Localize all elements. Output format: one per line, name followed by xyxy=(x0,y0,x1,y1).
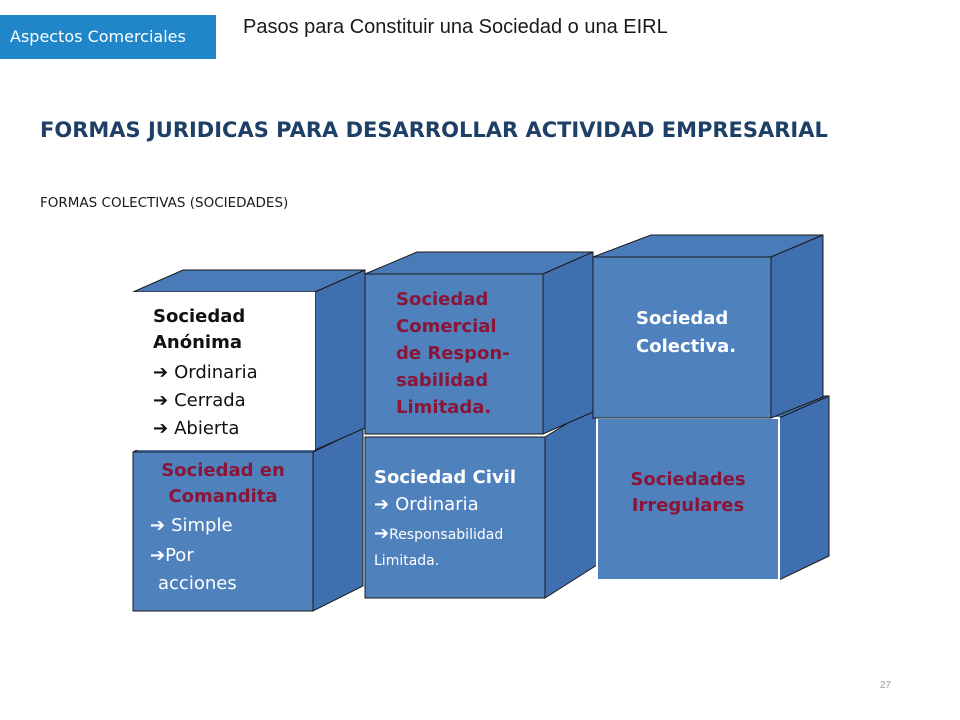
comandita-item-simple: ➔Simple xyxy=(150,515,233,536)
arrow-right-icon: ➔ xyxy=(153,362,169,383)
block-colectiva xyxy=(592,234,824,419)
anonima-item-ordinaria: ➔Ordinaria xyxy=(153,362,258,383)
anonima-item-abierta: ➔Abierta xyxy=(153,418,240,439)
civil-item-responsabilidad: ➔Responsabilidad Limitada. xyxy=(374,523,504,569)
colectiva-title: Sociedad Colectiva. xyxy=(636,308,737,357)
arrow-right-icon: ➔ xyxy=(150,545,166,566)
anonima-title: Sociedad Anónima xyxy=(153,306,246,353)
arrow-right-icon: ➔ xyxy=(153,390,169,411)
section-label: FORMAS COLECTIVAS (SOCIEDADES) xyxy=(40,195,289,211)
srl-title: Sociedad Comercial de Respon- sabilidad … xyxy=(396,289,510,418)
comandita-title: Sociedad en Comandita xyxy=(161,460,285,507)
civil-item-ordinaria: ➔Ordinaria xyxy=(374,494,479,515)
arrow-right-icon: ➔ xyxy=(374,523,390,544)
comandita-item-por-acciones: ➔Por acciones xyxy=(150,545,237,594)
arrow-right-icon: ➔ xyxy=(153,418,169,439)
arrow-right-icon: ➔ xyxy=(374,494,390,515)
page-title: FORMAS JURIDICAS PARA DESARROLLAR ACTIVI… xyxy=(40,118,828,142)
page-number: 27 xyxy=(880,680,892,691)
block-anonima xyxy=(132,269,366,451)
section-tag: Aspectos Comerciales xyxy=(0,15,216,59)
civil-title: Sociedad Civil xyxy=(374,467,517,488)
anonima-item-cerrada: ➔Cerrada xyxy=(153,390,246,411)
slide-subtitle: Pasos para Constituir una Sociedad o una… xyxy=(243,16,668,38)
irregulares-title: Sociedades Irregulares xyxy=(630,469,746,516)
block-srl xyxy=(364,251,594,435)
arrow-right-icon: ➔ xyxy=(150,515,166,536)
block-civil xyxy=(364,404,598,599)
